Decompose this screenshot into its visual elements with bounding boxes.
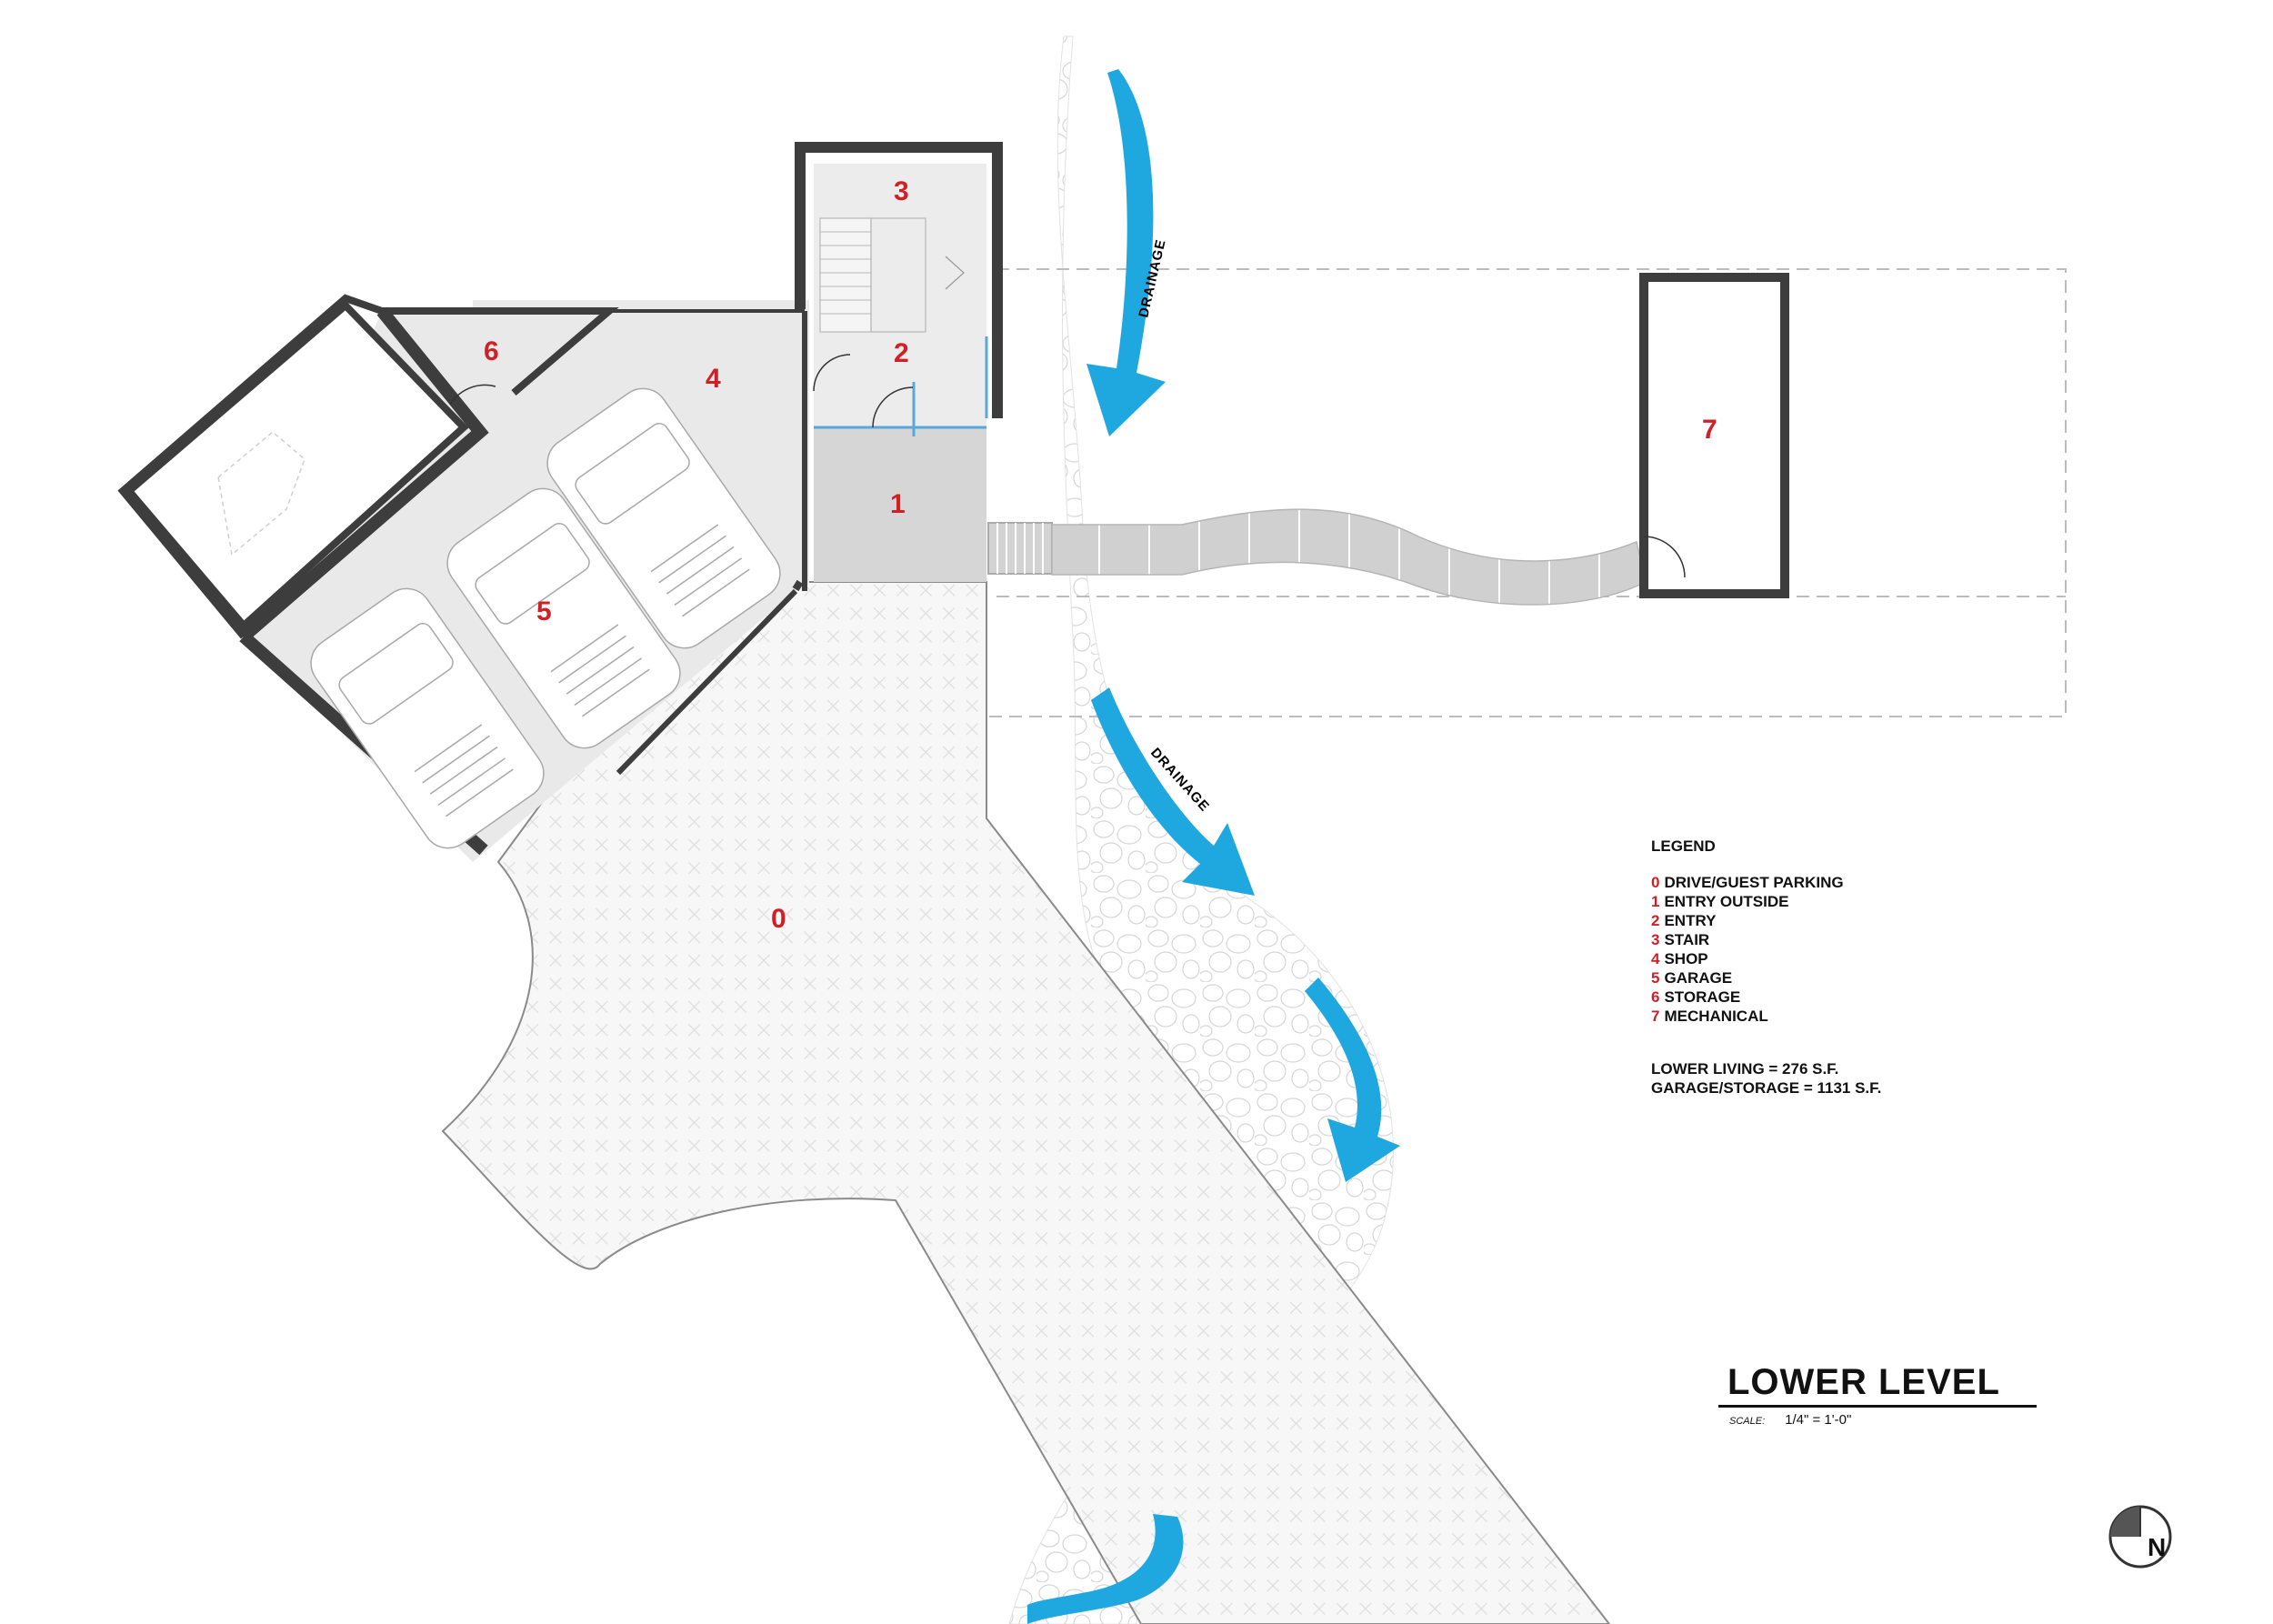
deck-outline [705, 268, 2067, 717]
room-number-5: 5 [536, 596, 552, 627]
entry-steps [987, 522, 1053, 575]
drainage-arrow-top [1086, 69, 1166, 436]
legend-title: LEGEND [1651, 837, 1716, 855]
room-number-3: 3 [894, 176, 909, 206]
room-number-6: 6 [484, 336, 499, 366]
area-lower-living: LOWER LIVING = 276 S.F. [1651, 1060, 1839, 1078]
north-arrow-icon: N [2108, 1505, 2172, 1569]
stair-tower [795, 142, 1003, 418]
title-underline [1718, 1405, 2037, 1408]
walkway-pavers [1051, 508, 1647, 606]
room-number-2: 2 [894, 338, 909, 368]
title-block: LOWER LEVEL SCALE: 1/4" = 1'-0" [1718, 1362, 2046, 1428]
scale-note: SCALE: 1/4" = 1'-0" [1718, 1412, 2046, 1428]
doors-glazing [449, 336, 988, 436]
drainage-arrows [1027, 69, 1400, 1624]
entry-outside-floor [814, 427, 986, 582]
storage-shed-box [124, 300, 469, 631]
drainage-arrow-mid [1091, 687, 1255, 896]
scale-label: SCALE: [1729, 1416, 1766, 1427]
scale-value: 1/4" = 1'-0" [1785, 1412, 1852, 1428]
area-summary: LOWER LIVING = 276 S.F. GARAGE/STORAGE =… [1651, 1059, 1881, 1098]
room-number-0: 0 [771, 904, 786, 934]
north-letter: N [2148, 1533, 2166, 1561]
drawing-title: LOWER LEVEL [1727, 1362, 2000, 1402]
drainage-arrow-low [1305, 977, 1400, 1182]
driveway-paving [441, 581, 1611, 1624]
parked-cars [310, 387, 781, 849]
area-garage-storage: GARAGE/STORAGE = 1131 S.F. [1651, 1079, 1882, 1097]
room-number-1: 1 [890, 489, 906, 519]
room-number-4: 4 [706, 364, 721, 394]
room-number-7: 7 [1702, 415, 1717, 445]
mechanical-building [1639, 273, 1789, 598]
drainage-arrow-bottom [1027, 1514, 1184, 1624]
